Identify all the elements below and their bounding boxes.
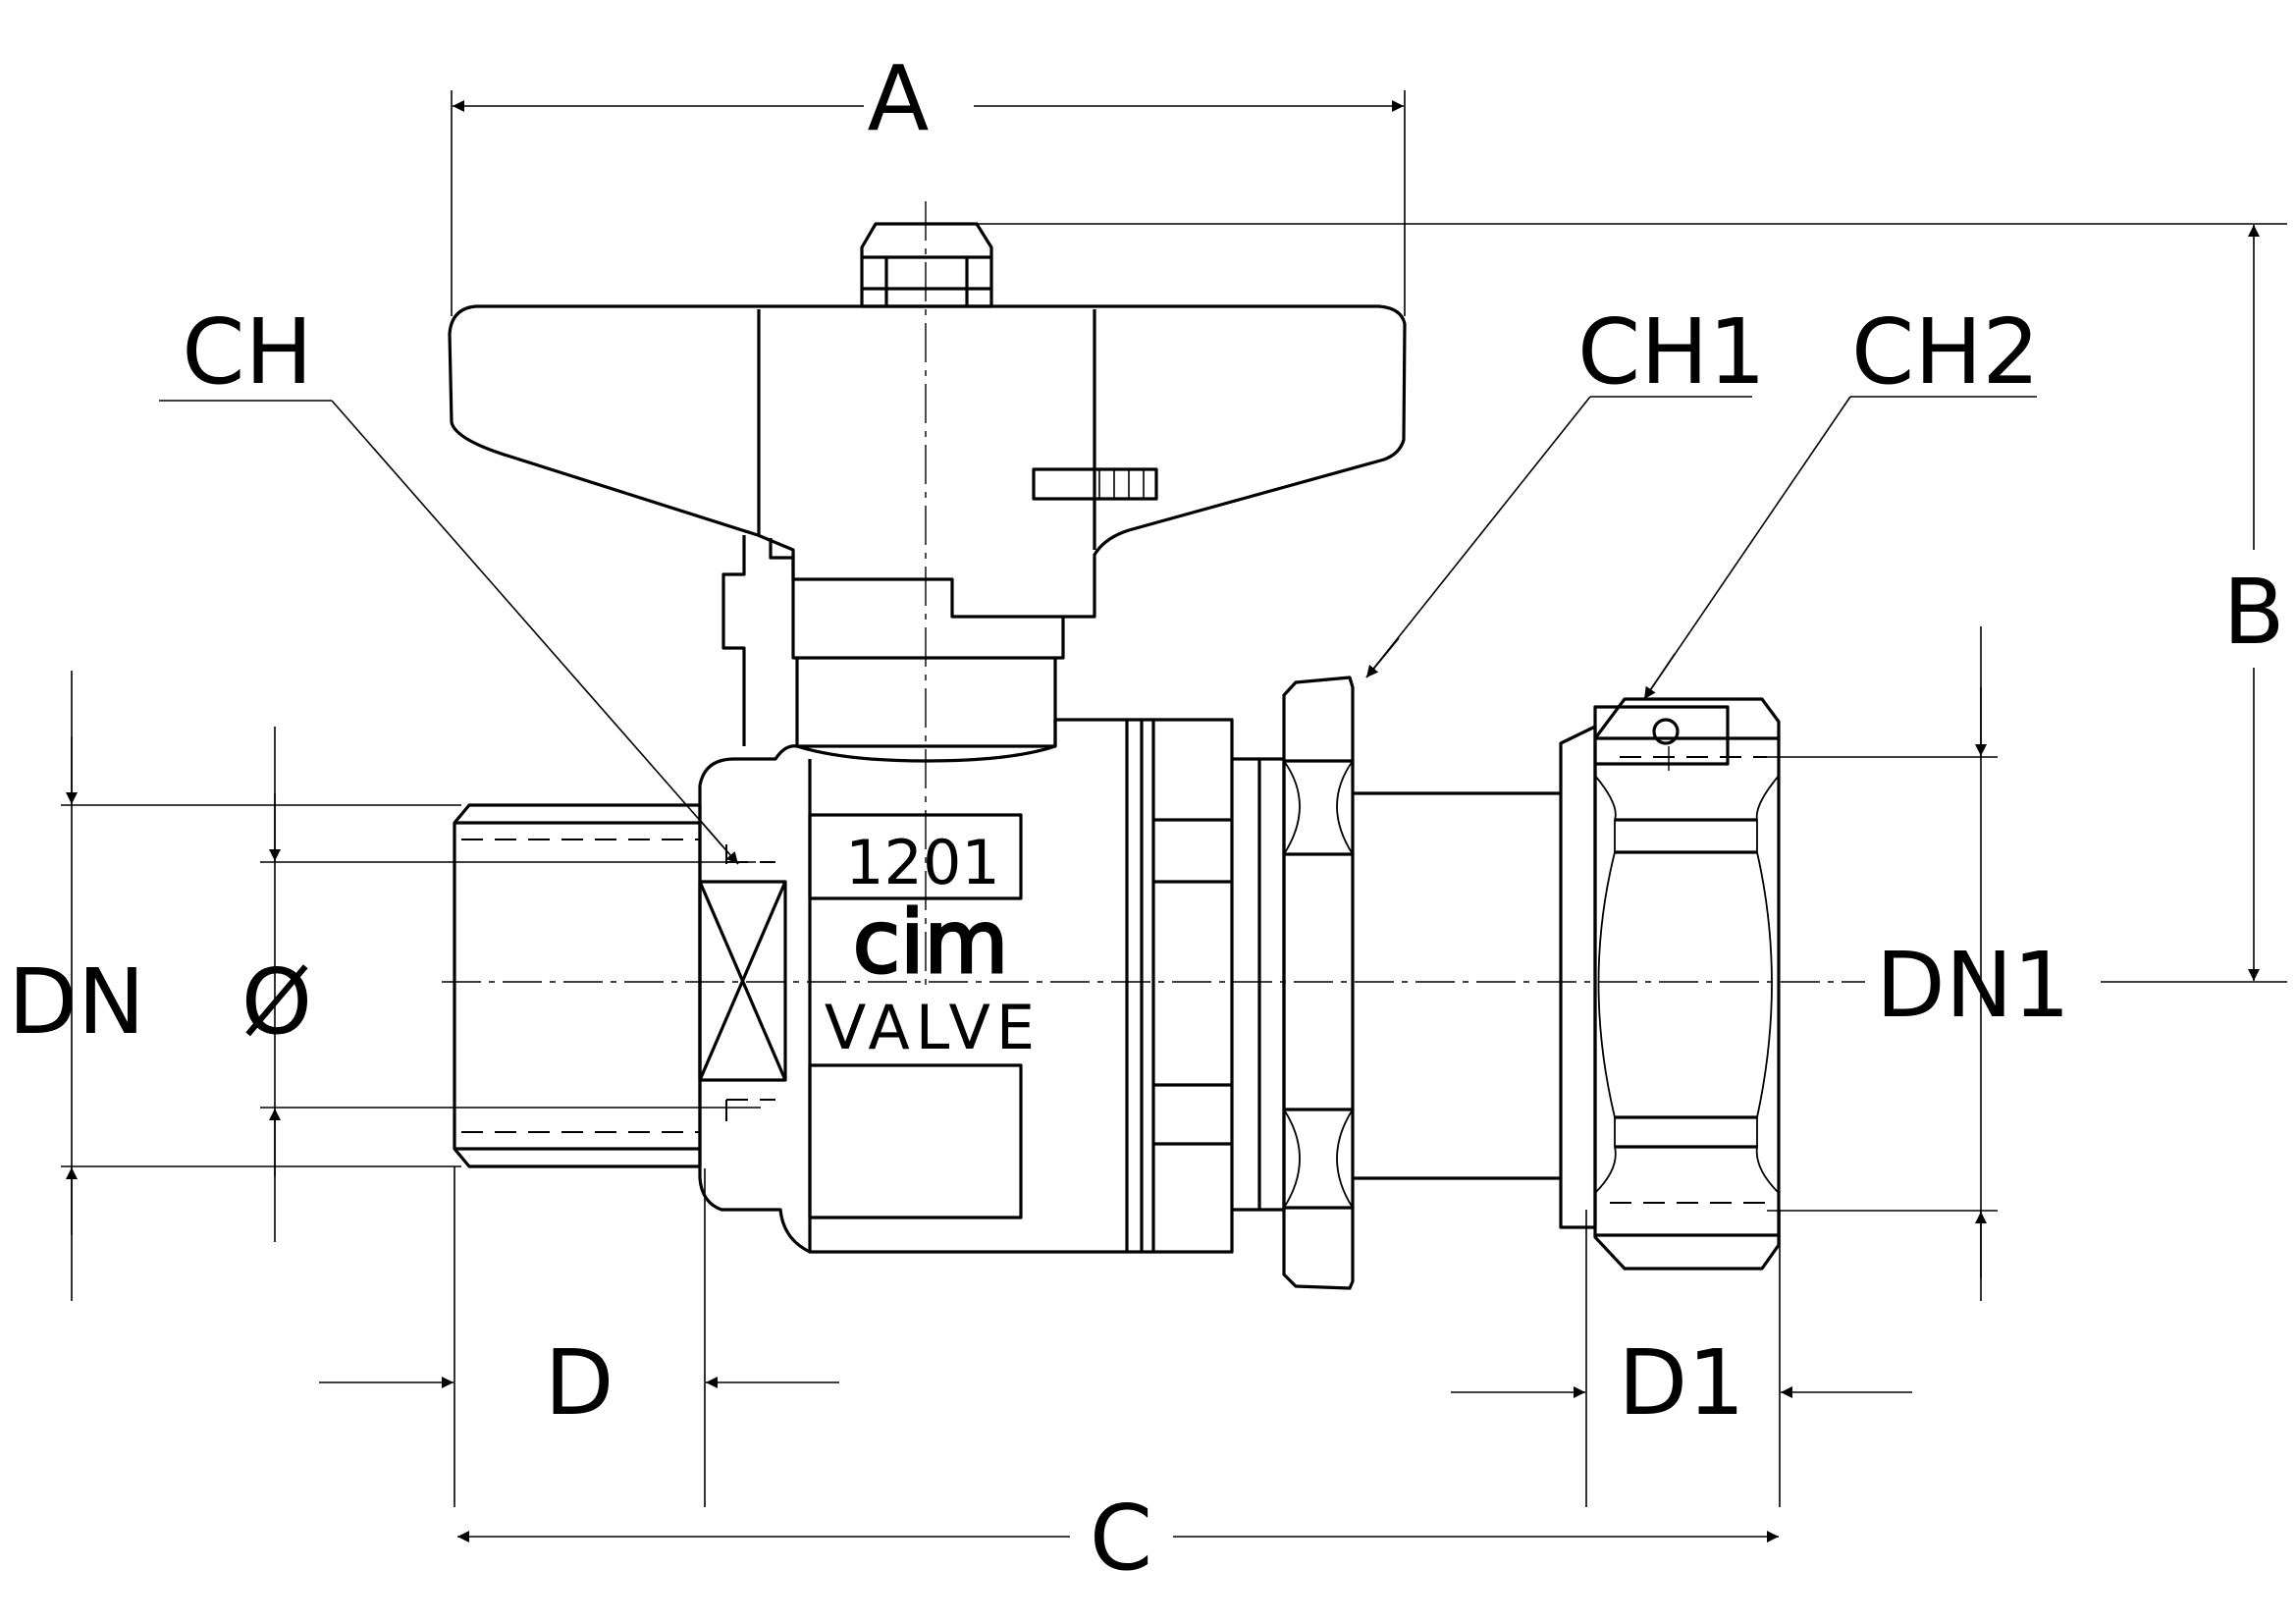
ch2-nut [1559, 725, 1597, 1229]
centre-lines [442, 201, 1865, 992]
marking-brand: cim [853, 892, 1009, 993]
body-shell [698, 718, 1234, 1254]
arrow-ch [698, 818, 739, 865]
handle-indicator [1032, 467, 1158, 501]
arrow-ch1 [1365, 637, 1400, 678]
label-ch1: CH1 [1577, 299, 1766, 405]
ch1-nut [1282, 676, 1355, 1290]
dimension-arrows [66, 100, 2260, 1543]
marking-product: VALVE [825, 992, 1041, 1063]
label-c: C [1090, 1486, 1152, 1591]
male-thread [453, 803, 702, 1168]
label-ch2: CH2 [1851, 299, 2040, 405]
stem-nut [860, 222, 993, 308]
dimension-lines [61, 90, 2287, 1507]
body-marking: 1201 cim VALVE [825, 827, 1041, 1063]
label-dn: DN [8, 949, 145, 1055]
valve-body [448, 222, 1781, 1290]
arrow-ch2 [1643, 653, 1676, 700]
label-dn1: DN1 [1876, 933, 2070, 1038]
label-a: A [868, 46, 930, 151]
hidden-lines [461, 756, 1767, 1204]
label-diameter: Ø [241, 949, 312, 1055]
label-d: D [545, 1330, 614, 1435]
dimension-labels: A B C D D1 DN Ø DN1 CH CH1 CH2 [8, 46, 2284, 1591]
label-d1: D1 [1618, 1330, 1744, 1435]
label-b: B [2222, 560, 2284, 665]
clip-hole [1652, 718, 1680, 745]
label-ch: CH [182, 299, 312, 405]
marking-model: 1201 [845, 827, 1000, 898]
t-handle [448, 304, 1407, 619]
